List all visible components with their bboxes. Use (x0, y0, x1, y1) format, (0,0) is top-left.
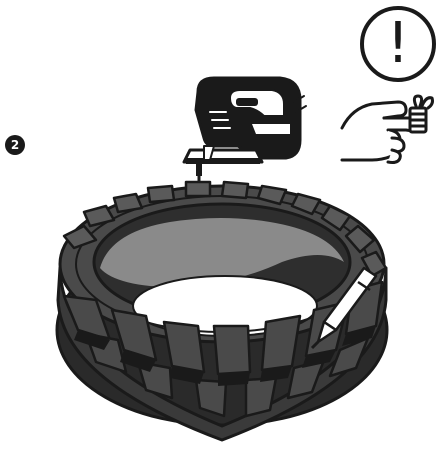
warning-circle-icon: ! (362, 8, 434, 80)
jigsaw-icon (184, 78, 306, 188)
hand-holding-fastener-icon (342, 96, 433, 163)
warning-exclamation: ! (387, 11, 409, 76)
step-number-badge: 2 (5, 135, 25, 155)
